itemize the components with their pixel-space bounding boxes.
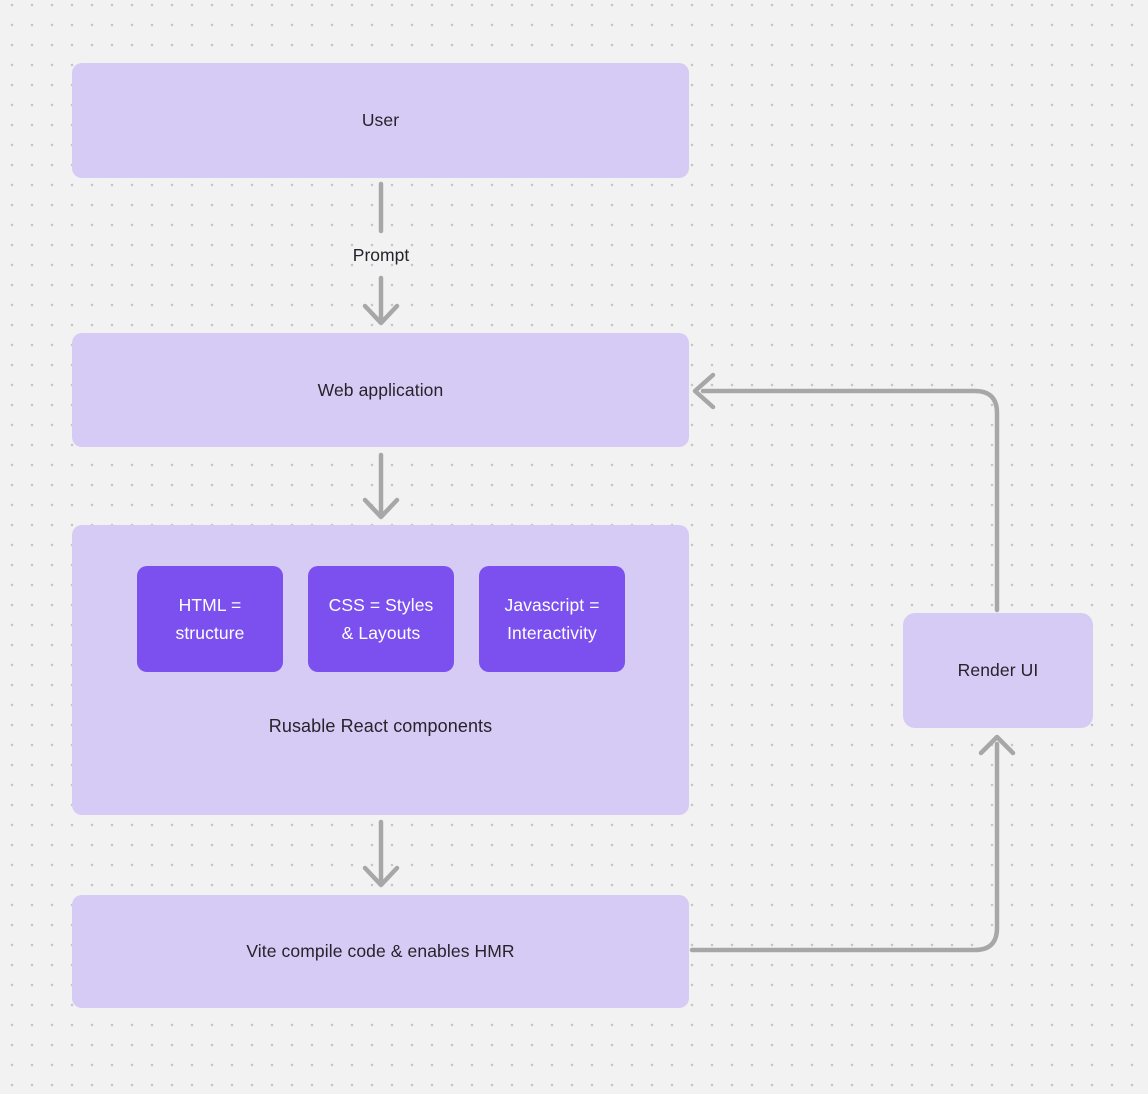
- node-components-group: HTML = structure CSS = Styles & Layouts …: [72, 525, 689, 815]
- arrowhead-down-icon: [362, 303, 400, 326]
- node-html-line-1: HTML =: [178, 595, 242, 615]
- node-javascript-line-1: Javascript =: [504, 595, 600, 615]
- node-render-ui-label: Render UI: [957, 660, 1039, 680]
- node-css: CSS = Styles & Layouts: [308, 566, 454, 672]
- node-html-line-2: structure: [175, 623, 245, 643]
- node-html: HTML = structure: [137, 566, 283, 672]
- edge-render-to-webapp-line: [700, 388, 1000, 613]
- edge-prompt-label: Prompt: [352, 245, 410, 265]
- components-group-caption: Rusable React components: [268, 716, 493, 736]
- edge-vite-to-render-line: [689, 741, 1000, 953]
- node-web-application: Web application: [72, 333, 689, 447]
- node-vite: Vite compile code & enables HMR: [72, 895, 689, 1008]
- arrowhead-down-icon: [362, 865, 400, 888]
- arrowhead-left-icon: [692, 372, 716, 410]
- node-user: User: [72, 63, 689, 178]
- node-javascript-line-2: Interactivity: [507, 623, 597, 643]
- node-web-application-label: Web application: [317, 379, 444, 400]
- node-css-line-2: & Layouts: [341, 623, 421, 643]
- node-javascript: Javascript = Interactivity: [479, 566, 625, 672]
- node-css-line-1: CSS = Styles: [328, 595, 434, 615]
- node-user-label: User: [361, 110, 400, 130]
- node-vite-label: Vite compile code & enables HMR: [246, 941, 515, 961]
- arrowhead-down-icon: [362, 497, 400, 520]
- node-render-ui: Render UI: [903, 613, 1093, 728]
- arrowhead-up-icon: [978, 734, 1016, 756]
